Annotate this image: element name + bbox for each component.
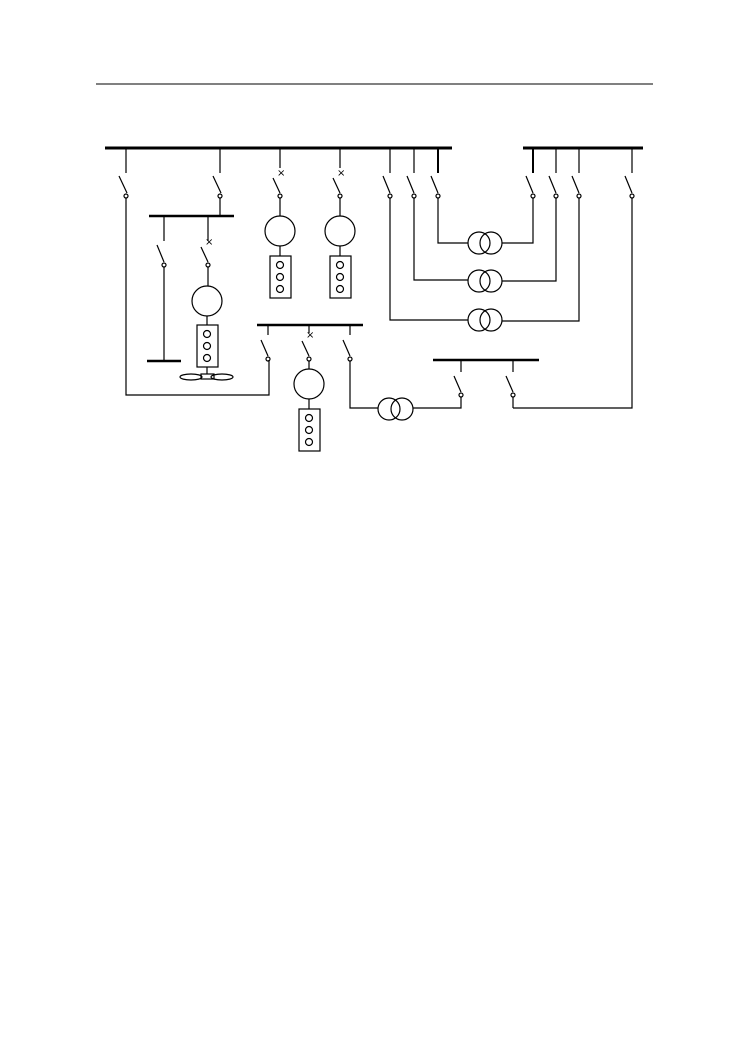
transformer-t3: [467, 308, 503, 332]
generator-unit-b: ×: [324, 148, 356, 299]
lower-feeder-3: [342, 325, 378, 409]
generator-symbol: [324, 215, 356, 247]
feeder-t3-left: [382, 148, 468, 321]
generator-unit-a: ×: [264, 148, 296, 299]
transformer-t2: [467, 269, 503, 293]
svg-text:×: ×: [337, 168, 345, 179]
machine-box: [196, 324, 219, 368]
lower-feeder-1: [260, 325, 271, 362]
blade-left: [179, 373, 203, 381]
breaker-contact: [123, 193, 129, 199]
feeder-t2-right: [502, 148, 559, 282]
feeder-right-long: [513, 148, 635, 409]
svg-text:×: ×: [306, 330, 314, 341]
lower-right-feeder-2: [505, 360, 516, 408]
feeder-2: [212, 148, 223, 216]
generator-symbol: [293, 368, 325, 400]
feeder-t1-left: [430, 148, 468, 244]
blade-right: [210, 373, 234, 381]
svg-text:×: ×: [205, 237, 213, 248]
svg-text:×: ×: [277, 168, 285, 179]
generator-unit-c: ×: [293, 325, 325, 452]
lower-right-feeder-1: [413, 360, 464, 409]
transformer-t1: [467, 231, 503, 255]
wind-generator-unit: ×: [179, 216, 234, 381]
generator-symbol: [264, 215, 296, 247]
feeder-t1-right: [502, 148, 536, 244]
feeder-t3-right: [502, 148, 582, 322]
transformer-t4: [377, 397, 414, 421]
ground-branch: [147, 216, 181, 363]
breaker-blade: [118, 175, 128, 194]
feeder-t2-left: [406, 148, 468, 281]
feeder-1: [118, 148, 270, 396]
generator-symbol: [191, 285, 223, 317]
